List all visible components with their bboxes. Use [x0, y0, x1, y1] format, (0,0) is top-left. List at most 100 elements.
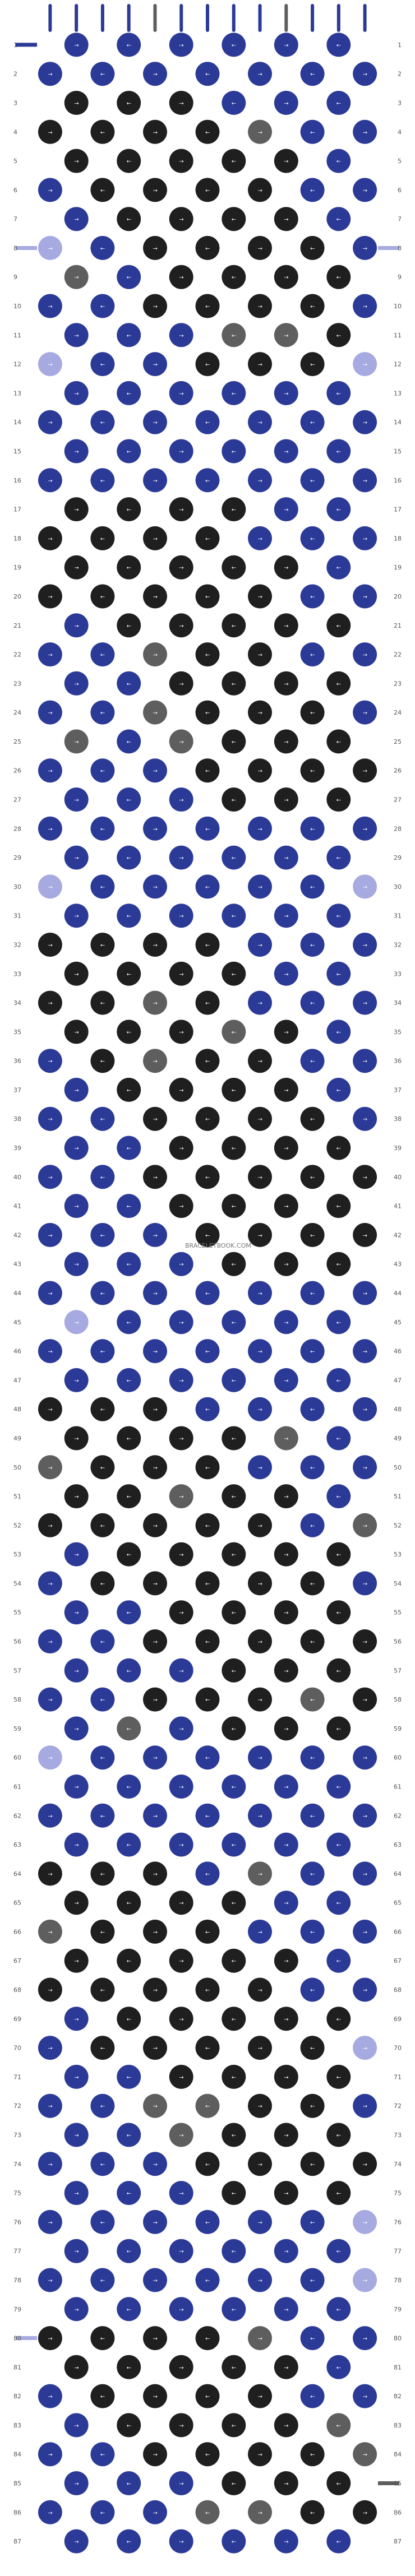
- knot-arrow-icon: →: [153, 2336, 158, 2342]
- knot: [195, 1745, 220, 1770]
- knot-arrow-icon: ←: [205, 884, 210, 891]
- knot-arrow-icon: →: [284, 217, 288, 223]
- knot: [64, 1484, 89, 1509]
- knot: [117, 265, 141, 289]
- knot: [195, 990, 220, 1015]
- knot-arrow-icon: →: [153, 2220, 158, 2226]
- knot: [326, 961, 351, 986]
- knot-arrow-icon: →: [258, 1755, 262, 1762]
- knot: [143, 1745, 167, 1770]
- knot-arrow-icon: ←: [232, 681, 236, 687]
- knot: [353, 2268, 377, 2292]
- knot-arrow-icon: ←: [205, 1465, 210, 1471]
- row-number: 50: [13, 1464, 21, 1471]
- knot-arrow-icon: →: [284, 681, 288, 687]
- knot-arrow-icon: →: [258, 304, 262, 310]
- row-number: 45: [13, 1319, 21, 1326]
- knot-arrow-icon: ←: [100, 1987, 105, 1994]
- knot-arrow-icon: ←: [100, 2104, 105, 2110]
- knot-arrow-icon: →: [363, 652, 367, 659]
- row-number: 60: [13, 1754, 21, 1762]
- knot-arrow-icon: →: [284, 2365, 288, 2371]
- knot-arrow-icon: →: [179, 2423, 183, 2429]
- row-number: 44: [13, 1290, 21, 1297]
- knot-arrow-icon: ←: [232, 391, 236, 397]
- knot: [38, 410, 62, 434]
- knot: [64, 2413, 89, 2438]
- knot: [64, 2064, 89, 2089]
- knot: [300, 352, 325, 377]
- knot: [300, 62, 325, 86]
- knot-arrow-icon: →: [363, 129, 367, 136]
- knot-arrow-icon: ←: [232, 971, 236, 977]
- knot-arrow-icon: ←: [100, 1465, 105, 1471]
- knot: [300, 816, 325, 841]
- row-number: 10: [13, 303, 21, 310]
- knot: [300, 933, 325, 957]
- knot-arrow-icon: ←: [310, 188, 315, 194]
- row-number: 2: [13, 71, 17, 78]
- knot-arrow-icon: ←: [310, 2452, 315, 2458]
- knot: [117, 1426, 141, 1451]
- knot-arrow-icon: ←: [310, 1407, 315, 1413]
- knot: [326, 2355, 351, 2379]
- knot: [195, 2152, 220, 2176]
- knot: [300, 1919, 325, 1944]
- row-number: 19: [13, 564, 21, 571]
- knot-arrow-icon: ←: [205, 2452, 210, 2458]
- knot-arrow-icon: ←: [232, 1668, 236, 1674]
- knot: [274, 439, 298, 464]
- knot: [248, 526, 272, 550]
- knot: [274, 381, 298, 405]
- knot-arrow-icon: ←: [232, 623, 236, 629]
- knot-arrow-icon: →: [74, 1901, 79, 1907]
- knot: [195, 235, 220, 260]
- knot: [90, 1745, 115, 1770]
- row-number: 70: [13, 2045, 21, 2052]
- knot: [195, 2036, 220, 2060]
- knot: [90, 2093, 115, 2118]
- knot-arrow-icon: ←: [232, 2017, 236, 2023]
- knot: [300, 1687, 325, 1712]
- row-number: 54: [13, 1580, 21, 1587]
- knot-arrow-icon: ←: [336, 1552, 341, 1558]
- row-number: 19: [394, 564, 402, 571]
- knot-arrow-icon: →: [179, 623, 183, 629]
- knot: [195, 816, 220, 841]
- row-number: 75: [394, 2190, 402, 2197]
- knot-arrow-icon: →: [153, 1929, 158, 1935]
- knot-arrow-icon: ←: [127, 2481, 131, 2487]
- knot-arrow-icon: →: [179, 1087, 183, 1094]
- row-number: 51: [13, 1493, 21, 1500]
- knot-arrow-icon: →: [179, 1204, 183, 1210]
- knot-arrow-icon: ←: [232, 275, 236, 281]
- knot: [117, 1658, 141, 1683]
- knot: [64, 2355, 89, 2379]
- knot-arrow-icon: →: [74, 1552, 79, 1558]
- knot-arrow-icon: ←: [100, 362, 105, 368]
- knot: [274, 2297, 298, 2322]
- knot: [143, 1339, 167, 1364]
- knot: [248, 1687, 272, 1712]
- knot-arrow-icon: →: [258, 1000, 262, 1007]
- knot: [117, 2529, 141, 2554]
- knot-arrow-icon: →: [153, 1581, 158, 1587]
- knot-arrow-icon: ←: [100, 304, 105, 310]
- row-number: 30: [13, 883, 21, 891]
- knot-arrow-icon: ←: [336, 1785, 341, 1791]
- knot: [248, 1629, 272, 1653]
- knot: [300, 1977, 325, 2002]
- knot-arrow-icon: →: [74, 2074, 79, 2081]
- knot-arrow-icon: ←: [127, 1436, 131, 1442]
- row-number: 24: [394, 709, 402, 716]
- knot: [64, 1426, 89, 1451]
- knot: [90, 62, 115, 86]
- knot: [169, 439, 193, 464]
- knot: [169, 2181, 193, 2206]
- knot-arrow-icon: →: [284, 1901, 288, 1907]
- knot-arrow-icon: ←: [232, 2365, 236, 2371]
- knot: [64, 1136, 89, 1160]
- knot-arrow-icon: →: [284, 2481, 288, 2487]
- knot-arrow-icon: ←: [310, 478, 315, 484]
- knot-arrow-icon: →: [48, 884, 52, 891]
